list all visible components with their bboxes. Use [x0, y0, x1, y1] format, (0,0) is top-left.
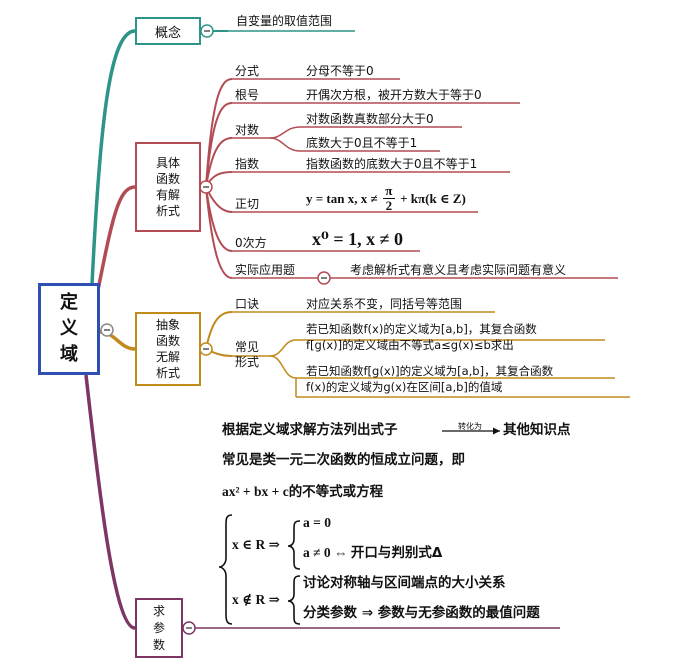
mnemonic-label: 口诀: [235, 297, 260, 311]
transform-arrow-label: 转化为: [458, 422, 482, 431]
fraction-label: 分式: [235, 64, 260, 78]
root-label: 定义域: [60, 292, 78, 365]
form2-line2: f(x)的定义域为g(x)在区间[a,b]的值域: [306, 380, 503, 394]
specific-node[interactable]: 具体函数有解析式: [135, 142, 201, 232]
case-separate-right: 参数与无参函数的最值问题: [377, 605, 540, 621]
quadratic-text: 的不等式或方程: [288, 484, 384, 500]
param-line1-left: 根据定义域求解方法列出式子: [222, 422, 398, 438]
fraction-desc: 分母不等于0: [306, 64, 374, 78]
abstract-label: 抽象函数无解析式: [155, 318, 180, 380]
tan-frac-den: 2: [382, 198, 395, 213]
log-desc-1: 对数函数真数部分大于0: [306, 112, 434, 126]
zero-pow-formula: x⁰ = 1, x ≠ 0: [312, 229, 404, 249]
form1-line2: f[g(x)]的定义域由不等式a≤g(x)≤b求出: [306, 338, 514, 352]
case-a-nonzero-math: a ≠ 0 ⇔: [303, 545, 351, 560]
concept-label: 概念: [154, 25, 181, 41]
common-forms-label: 常见形式: [235, 340, 260, 369]
form2-line1: 若已知函数f[g(x)]的定义域为[a,b]，其复合函数: [306, 364, 554, 378]
param-label: 求参数: [152, 603, 165, 652]
specific-label: 具体函数有解析式: [155, 156, 180, 218]
exp-label: 指数: [235, 157, 260, 171]
param-line3: ax² + bx + c的不等式或方程: [222, 484, 383, 500]
tan-formula-left: y = tan x, x ≠: [306, 191, 381, 206]
form1-line1: 若已知函数f(x)的定义域为[a,b]，其复合函数: [306, 322, 537, 336]
zero-pow-label: 0次方: [235, 236, 267, 250]
concept-node[interactable]: 概念: [135, 17, 201, 45]
exp-desc: 指数函数的底数大于0且不等于1: [306, 157, 478, 171]
case-axis-discussion: 讨论对称轴与区间端点的大小关系: [303, 575, 506, 591]
param-line2: 常见是类一元二次函数的恒成立问题，即: [222, 452, 465, 468]
tan-formula: y = tan x, x ≠ π 2 + kπ(k ∈ Z): [306, 184, 466, 213]
abstract-node[interactable]: 抽象函数无解析式: [135, 312, 201, 386]
case-a-nonzero: a ≠ 0 ⇔ 开口与判别式Δ: [303, 545, 442, 561]
case-a-nonzero-text: 开口与判别式Δ: [350, 545, 443, 561]
tan-frac-num: π: [385, 183, 393, 198]
applied-desc: 考虑解析式有意义且考虑实际问题有意义: [350, 263, 567, 277]
applied-label: 实际应用题: [235, 263, 296, 277]
log-desc-2: 底数大于0且不等于1: [306, 136, 418, 150]
root-sign-desc: 开偶次方根，被开方数大于等于0: [306, 88, 482, 102]
root-sign-label: 根号: [235, 88, 260, 102]
tan-formula-right: + kπ(k ∈ Z): [396, 191, 466, 206]
case-x-in-r: x ∈ R ⇒: [232, 537, 280, 552]
case-a-zero: a = 0: [303, 515, 331, 530]
case-separate-params: 分类参数 ⇒ 参数与无参函数的最值问题: [303, 606, 540, 621]
param-line1-right: 其他知识点: [503, 422, 571, 438]
mnemonic-desc: 对应关系不变，同括号等范围: [306, 297, 463, 311]
log-label: 对数: [235, 123, 260, 137]
case-x-not-in-r: x ∉ R ⇒: [232, 592, 280, 607]
quadratic-expr: ax² + bx + c: [222, 484, 289, 499]
case-separate-left: 分类参数 ⇒: [303, 605, 378, 621]
root-node[interactable]: 定义域: [38, 283, 100, 375]
tan-fraction: π 2: [382, 183, 395, 213]
concept-desc: 自变量的取值范围: [236, 14, 333, 28]
param-node[interactable]: 求参数: [135, 598, 183, 658]
tan-label: 正切: [235, 197, 260, 211]
